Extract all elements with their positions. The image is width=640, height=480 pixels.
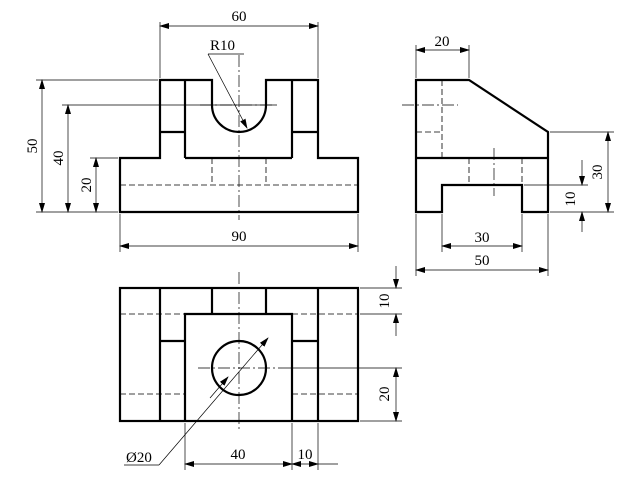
top-dimension-20-label: 20 — [377, 387, 393, 402]
side-view-outline — [414, 78, 550, 214]
dimension-40-label: 40 — [51, 151, 67, 166]
dimension-90-label: 90 — [232, 229, 247, 245]
front-view: 60 R10 50 40 20 90 — [25, 9, 360, 252]
dimension-20-label: 20 — [79, 178, 95, 193]
top-view-edge — [183, 312, 294, 421]
diameter-leader — [209, 376, 229, 399]
dimension-50-label: 50 — [25, 139, 41, 154]
top-dimension-10-label: 10 — [377, 294, 393, 309]
top-view: 10 20 Ø20 40 10 — [118, 266, 402, 470]
top-dimension-40-label: 40 — [231, 447, 246, 463]
top-dimension-10b-label: 10 — [298, 447, 313, 463]
radius-leader — [207, 53, 248, 129]
side-dimension-30-slot-label: 30 — [475, 230, 490, 246]
side-view: 20 30 10 30 50 — [402, 34, 614, 276]
side-dimension-30-label: 30 — [590, 165, 606, 180]
diameter-label: Ø20 — [126, 450, 152, 466]
diameter-leader — [158, 337, 269, 466]
radius-label: R10 — [210, 38, 235, 54]
side-dimension-20-label: 20 — [435, 34, 450, 50]
side-dimension-50-label: 50 — [475, 253, 490, 269]
dimension-60-label: 60 — [232, 9, 247, 25]
side-dimension-10-label: 10 — [563, 192, 579, 207]
